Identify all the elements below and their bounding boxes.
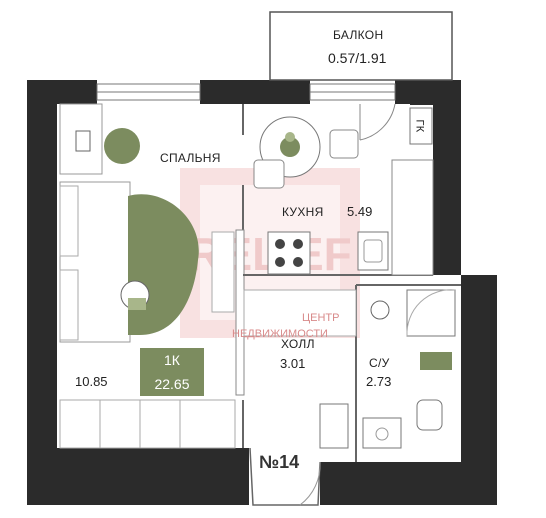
hall-area: 3.01 <box>280 356 306 371</box>
balcony-door-swing <box>359 103 396 141</box>
apartment-number: №14 <box>259 452 300 472</box>
balcony-label: БАЛКОН <box>333 28 384 42</box>
gas-boiler-label: ГК <box>413 119 426 133</box>
watermark-line2: НЕДВИЖИМОСТИ <box>232 328 328 340</box>
apartment-total-area-badge: 22.65 <box>140 372 204 396</box>
bed <box>59 181 199 343</box>
kitchen-counter <box>267 107 434 276</box>
balcony-area: 0.57/1.91 <box>328 50 387 66</box>
bedroom-area: 10.85 <box>75 374 108 389</box>
bathroom-fixtures <box>360 289 460 450</box>
dining-table <box>253 116 359 189</box>
hall-wardrobe <box>243 289 357 449</box>
bench <box>59 399 236 449</box>
hall-label: ХОЛЛ <box>281 337 315 351</box>
windows <box>96 83 396 101</box>
entrance-door <box>249 447 321 506</box>
kitchen-area: 5.49 <box>347 204 373 219</box>
bedroom-label: СПАЛЬНЯ <box>160 151 221 165</box>
apartment-type-badge: 1К <box>140 348 204 372</box>
desk <box>59 103 140 175</box>
wardrobe <box>211 231 235 313</box>
watermark-line1: ЦЕНТР <box>302 312 340 324</box>
bathroom-label: С/У <box>369 356 390 370</box>
bathroom-area: 2.73 <box>366 374 392 389</box>
kitchen-label: КУХНЯ <box>282 205 324 219</box>
balcony <box>269 11 453 81</box>
walls <box>27 80 497 505</box>
